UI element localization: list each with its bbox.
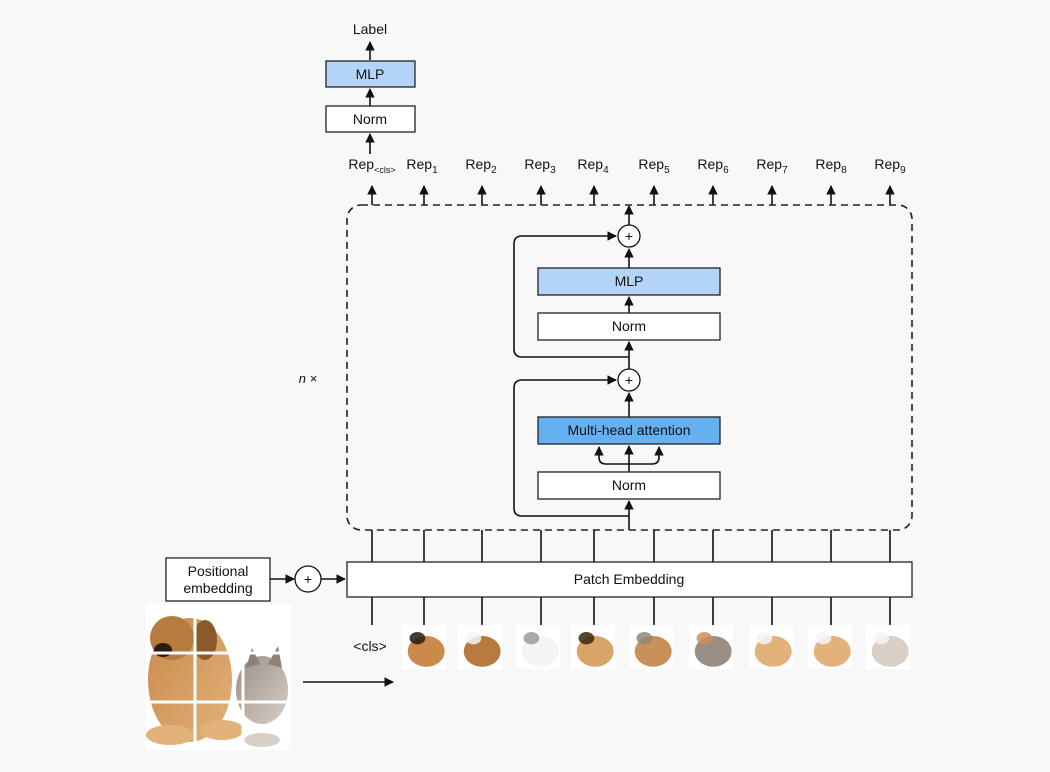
positional-plus: +	[304, 571, 312, 587]
kitten-shape	[236, 656, 288, 724]
embedding-connections	[371, 530, 891, 625]
puppy-paw-right-patch-detail	[815, 632, 832, 645]
rep-label-7: Rep7	[756, 156, 788, 176]
upper-residual-add	[617, 224, 641, 248]
cls-token-label: <cls>	[353, 638, 386, 654]
rep-base-7: Rep	[756, 156, 782, 172]
rep-label-9: Rep9	[874, 156, 906, 176]
rep-label-2: Rep2	[465, 156, 497, 176]
multi-head-attention-box	[537, 416, 721, 445]
kitten-paw-patch-detail	[873, 632, 890, 645]
rep-base-1: Rep	[406, 156, 432, 172]
inner-norm-upper-label: Norm	[612, 318, 646, 334]
puppy-face-patch	[402, 625, 446, 669]
upper-plus: +	[625, 228, 633, 244]
inner-norm-upper-box	[537, 312, 721, 341]
kitten-face-patch-detail	[696, 632, 713, 645]
puppy-neck-patch-detail	[578, 632, 595, 645]
rep-sub-7: 7	[782, 165, 788, 176]
positional-embedding-box	[165, 557, 271, 602]
lower-residual-add	[617, 368, 641, 392]
rep-sub-2: 2	[491, 165, 497, 176]
rep-base-9: Rep	[874, 156, 900, 172]
output-label: Label	[353, 21, 387, 37]
inner-mlp-label: MLP	[615, 273, 644, 289]
rep-base-0: Rep	[348, 156, 374, 172]
rep-base-3: Rep	[524, 156, 550, 172]
puppy-and-kitten-face-patch	[629, 625, 673, 669]
kitten-paw-patch	[866, 625, 910, 669]
inner-norm-lower-label: Norm	[612, 477, 646, 493]
kitten-face-patch	[689, 625, 733, 669]
inner-mlp-box	[537, 267, 721, 296]
rep-sub-1: 1	[432, 165, 438, 176]
head-mlp-box	[325, 60, 416, 88]
rep-sub-3: 3	[550, 165, 556, 176]
rep-label-3: Rep3	[524, 156, 556, 176]
rep-label-1: Rep1	[406, 156, 438, 176]
puppy-ear-patch	[458, 625, 502, 669]
rep-label-4: Rep4	[577, 156, 609, 176]
inner-norm-lower-box	[537, 471, 721, 500]
kitten-ear-patch-detail	[523, 632, 540, 645]
kitten-ear-patch	[516, 625, 560, 669]
rep-sub-8: 8	[841, 165, 847, 176]
rep-sub-4: 4	[603, 165, 609, 176]
patch-sequence	[402, 625, 910, 669]
head-mlp-label: MLP	[356, 66, 385, 82]
rep-sub-0: <cls>	[374, 165, 396, 175]
rep-sub-6: 6	[723, 165, 729, 176]
rep-label-6: Rep6	[697, 156, 729, 176]
puppy-and-kitten-face-patch-detail	[636, 632, 653, 645]
rep-base-4: Rep	[577, 156, 603, 172]
head-norm-box	[325, 105, 416, 133]
rep-label-8: Rep8	[815, 156, 847, 176]
puppy-paw-right-patch	[808, 625, 852, 669]
puppy-face-patch-detail	[409, 632, 426, 645]
source-image-grid	[146, 604, 291, 750]
puppy-neck-patch	[571, 625, 615, 669]
positional-embedding-line2: embedding	[183, 580, 252, 596]
rep-label-0: Rep<cls>	[348, 156, 395, 175]
puppy-ear-patch-detail	[465, 632, 482, 645]
rep-arrows	[367, 185, 895, 205]
positional-embedding-line1: Positional	[188, 563, 249, 579]
rep-label-5: Rep5	[638, 156, 670, 176]
puppy-paw-patch-detail	[756, 632, 773, 645]
lower-plus: +	[625, 372, 633, 388]
rep-sub-9: 9	[900, 165, 906, 176]
rep-base-8: Rep	[815, 156, 841, 172]
rep-sub-5: 5	[664, 165, 670, 176]
head-norm-label: Norm	[353, 111, 387, 127]
rep-base-5: Rep	[638, 156, 664, 172]
puppy-paw-patch	[749, 625, 793, 669]
patch-embedding-label: Patch Embedding	[574, 571, 685, 587]
rep-base-2: Rep	[465, 156, 491, 172]
multi-head-attention-label: Multi-head attention	[568, 422, 691, 438]
patch-embedding-box	[346, 561, 913, 598]
rep-base-6: Rep	[697, 156, 723, 172]
repeat-label: n ×	[299, 371, 317, 386]
